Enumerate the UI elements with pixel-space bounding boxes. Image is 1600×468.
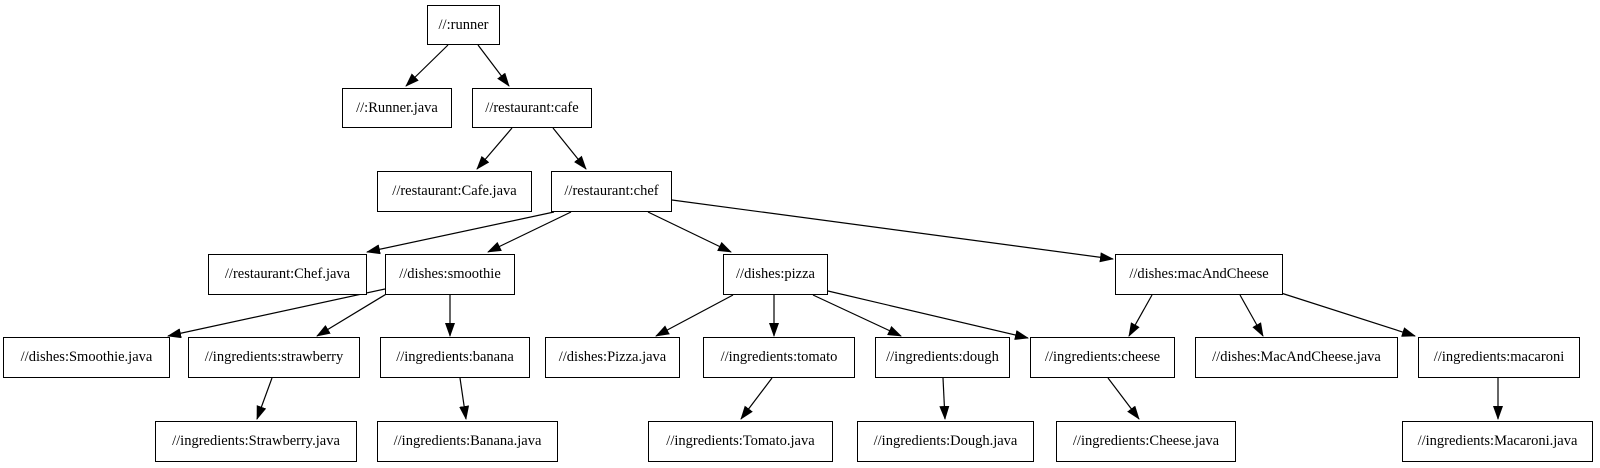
node-cheese-java: //ingredients:Cheese.java: [1056, 421, 1236, 462]
node-strawberry-java: //ingredients:Strawberry.java: [155, 421, 357, 462]
node-pizza-java: //dishes:Pizza.java: [545, 337, 680, 378]
edge-tomato-to-tomato-java: [740, 377, 773, 420]
node-chef: //restaurant:chef: [551, 171, 672, 212]
node-tomato-java: //ingredients:Tomato.java: [648, 421, 833, 462]
edge-cafe-to-chef: [552, 127, 587, 170]
node-tomato: //ingredients:tomato: [703, 337, 855, 378]
node-banana-java: //ingredients:Banana.java: [377, 421, 558, 462]
edge-mac-and-cheese-to-mac-and-cheese-java: [1239, 294, 1264, 337]
node-mac-and-cheese: //dishes:macAndCheese: [1115, 254, 1283, 295]
edge-chef-to-chef-java: [366, 211, 555, 255]
node-strawberry: //ingredients:strawberry: [188, 337, 360, 378]
node-macaroni: //ingredients:macaroni: [1418, 337, 1580, 378]
node-runner-java: //:Runner.java: [342, 88, 452, 128]
node-banana: //ingredients:banana: [380, 337, 530, 378]
edge-pizza-to-dough: [812, 294, 902, 337]
edge-dough-to-dough-java: [939, 377, 950, 420]
edge-smoothie-to-strawberry: [316, 292, 389, 337]
edge-runner-to-runner-java: [405, 44, 449, 87]
edge-pizza-to-cheese: [827, 290, 1029, 340]
edge-pizza-to-pizza-java: [655, 294, 734, 337]
edge-runner-to-cafe: [477, 44, 510, 87]
edge-chef-to-pizza: [647, 211, 732, 253]
edges-group: [167, 44, 1503, 420]
edge-chef-to-smoothie: [487, 211, 572, 253]
node-pizza: //dishes:pizza: [723, 254, 828, 295]
edge-chef-to-mac-and-cheese: [671, 199, 1114, 263]
node-smoothie: //dishes:smoothie: [385, 254, 515, 295]
node-cheese: //ingredients:cheese: [1030, 337, 1175, 378]
edge-smoothie-to-smoothie-java: [167, 288, 386, 339]
edge-mac-and-cheese-to-cheese: [1128, 294, 1153, 337]
node-dough: //ingredients:dough: [875, 337, 1010, 378]
edge-mac-and-cheese-to-macaroni: [1280, 292, 1416, 337]
node-chef-java: //restaurant:Chef.java: [208, 254, 367, 295]
node-dough-java: //ingredients:Dough.java: [857, 421, 1034, 462]
edge-cheese-to-cheese-java: [1107, 377, 1140, 420]
edge-strawberry-to-strawberry-java: [256, 377, 273, 420]
node-cafe: //restaurant:cafe: [472, 88, 592, 128]
node-cafe-java: //restaurant:Cafe.java: [377, 171, 532, 212]
node-mac-and-cheese-java: //dishes:MacAndCheese.java: [1195, 337, 1398, 378]
edge-banana-to-banana-java: [459, 377, 470, 420]
node-macaroni-java: //ingredients:Macaroni.java: [1402, 421, 1593, 462]
node-smoothie-java: //dishes:Smoothie.java: [3, 337, 170, 378]
node-runner: //:runner: [427, 5, 500, 45]
edge-cafe-to-cafe-java: [476, 127, 513, 170]
